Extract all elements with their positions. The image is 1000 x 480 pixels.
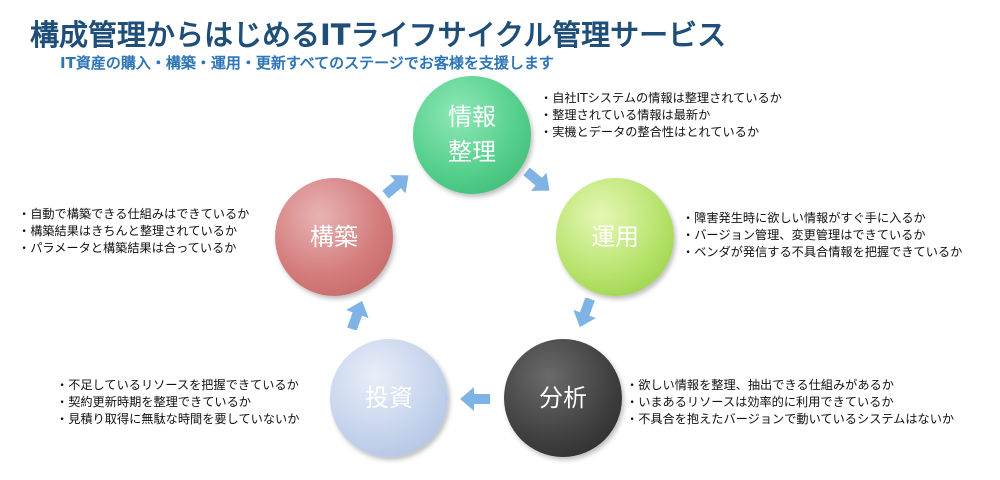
page-subtitle: IT資産の購入・構築・運用・更新すべてのステージでお客様を支援します <box>60 54 554 72</box>
list-item: 実機とデータの整合性はとれているか <box>540 124 782 141</box>
list-item: 障害発生時に欲しい情報がすぐ手に入るか <box>682 210 962 227</box>
stage-investment: 投資 <box>330 339 448 457</box>
stage-analysis: 分析 <box>504 339 622 457</box>
list-item: 不具合を抱えたバージョンで動いているシステムはないか <box>626 411 954 428</box>
arrow-info-to-ops-icon <box>521 166 555 196</box>
stage-label-line1: 情報 <box>448 103 496 132</box>
ops-bullet-list: 障害発生時に欲しい情報がすぐ手に入るか バージョン管理、変更管理はできているか … <box>682 210 962 261</box>
list-item: 欲しい情報を整理、抽出できる仕組みがあるか <box>626 377 954 394</box>
list-item: 整理されている情報は最新か <box>540 107 782 124</box>
list-item: 自社ITシステムの情報は整理されているか <box>540 90 782 107</box>
list-item: 構築結果はきちんと整理されているか <box>18 223 249 240</box>
list-item: 不足しているリソースを把握できているか <box>56 377 299 394</box>
arrow-ops-to-analysis-icon <box>568 298 602 328</box>
list-item: 自動で構築できる仕組みはできているか <box>18 206 249 223</box>
list-item: バージョン管理、変更管理はできているか <box>682 227 962 244</box>
stage-operation: 運用 <box>556 178 674 296</box>
list-item: ベンダが発信する不具合情報を把握できているか <box>682 244 962 261</box>
stage-label: 投資 <box>365 383 413 412</box>
stage-label-line2: 整理 <box>448 138 496 166</box>
construction-bullet-list: 自動で構築できる仕組みはできているか 構築結果はきちんと整理されているか パラメ… <box>18 206 249 257</box>
arrow-analysis-to-investment-icon <box>458 384 492 414</box>
list-item: 契約更新時期を整理できているか <box>56 394 299 411</box>
stage-label: 分析 <box>539 383 587 412</box>
page-title: 構成管理からはじめるITライフサイクル管理サービス <box>30 18 727 52</box>
stage-construction: 構築 <box>275 178 393 296</box>
stage-information-organization: 情報 整理 <box>413 76 531 194</box>
investment-bullet-list: 不足しているリソースを把握できているか 契約更新時期を整理できているか 見積り取… <box>56 377 299 428</box>
arrow-investment-to-construction-icon <box>340 300 374 330</box>
list-item: パラメータと構築結果は合っているか <box>18 240 249 257</box>
arrow-construction-to-info-icon <box>380 170 414 200</box>
analysis-bullet-list: 欲しい情報を整理、抽出できる仕組みがあるか いまあるリソースは効率的に利用できて… <box>626 377 954 428</box>
stage-label: 構築 <box>310 222 358 251</box>
list-item: 見積り取得に無駄な時間を要していないか <box>56 411 299 428</box>
info-bullet-list: 自社ITシステムの情報は整理されているか 整理されている情報は最新か 実機とデー… <box>540 90 782 141</box>
stage-label: 運用 <box>591 222 639 251</box>
list-item: いまあるリソースは効率的に利用できているか <box>626 394 954 411</box>
